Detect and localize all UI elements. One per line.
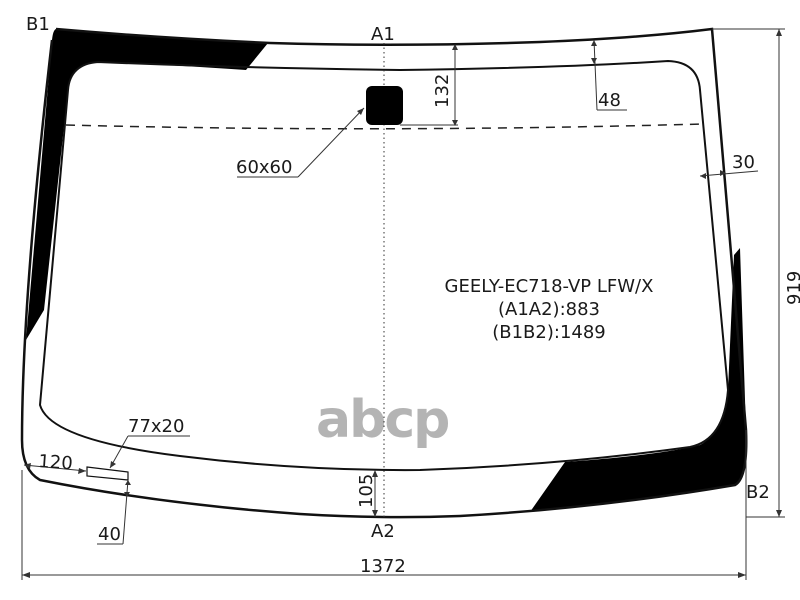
svg-text:120: 120 xyxy=(38,451,74,474)
svg-text:77x20: 77x20 xyxy=(128,416,184,437)
svg-text:48: 48 xyxy=(598,90,621,111)
svg-text:40: 40 xyxy=(98,524,121,545)
outer-edge xyxy=(20,27,748,519)
point-a1: A1 xyxy=(371,24,395,45)
dim-132: 132 xyxy=(400,44,458,126)
dim-48: 48 xyxy=(591,39,627,111)
leader-60x60: 60x60 xyxy=(236,107,365,178)
dim-105: 105 xyxy=(356,470,378,517)
shade-band-line xyxy=(65,123,703,130)
leader-77x20: 77x20 xyxy=(109,416,190,469)
dim-919: 919 xyxy=(712,28,800,518)
dim-40: 40 xyxy=(97,479,131,545)
watermark: abcp xyxy=(316,390,448,450)
vin-window xyxy=(86,466,129,481)
inner-edge xyxy=(38,59,730,472)
model-title: GEELY-EC718-VP LFW/X xyxy=(445,276,654,297)
dim-120: 120 xyxy=(23,451,87,474)
frit-top-left xyxy=(26,29,268,340)
sensor-mount xyxy=(366,86,403,125)
b1b2-measure: (B1B2):1489 xyxy=(492,322,606,343)
dim-1372: 1372 xyxy=(21,430,747,580)
svg-text:1372: 1372 xyxy=(360,556,406,577)
a1a2-measure: (A1A2):883 xyxy=(498,299,600,320)
point-b2: B2 xyxy=(746,482,770,503)
svg-text:105: 105 xyxy=(356,474,377,508)
dim-30: 30 xyxy=(699,152,759,179)
svg-text:919: 919 xyxy=(784,271,800,305)
glass-outline xyxy=(20,27,748,519)
point-a2: A2 xyxy=(371,521,395,542)
svg-text:30: 30 xyxy=(732,152,755,173)
svg-text:132: 132 xyxy=(432,74,453,108)
point-b1: B1 xyxy=(26,14,50,35)
svg-text:60x60: 60x60 xyxy=(236,157,292,178)
